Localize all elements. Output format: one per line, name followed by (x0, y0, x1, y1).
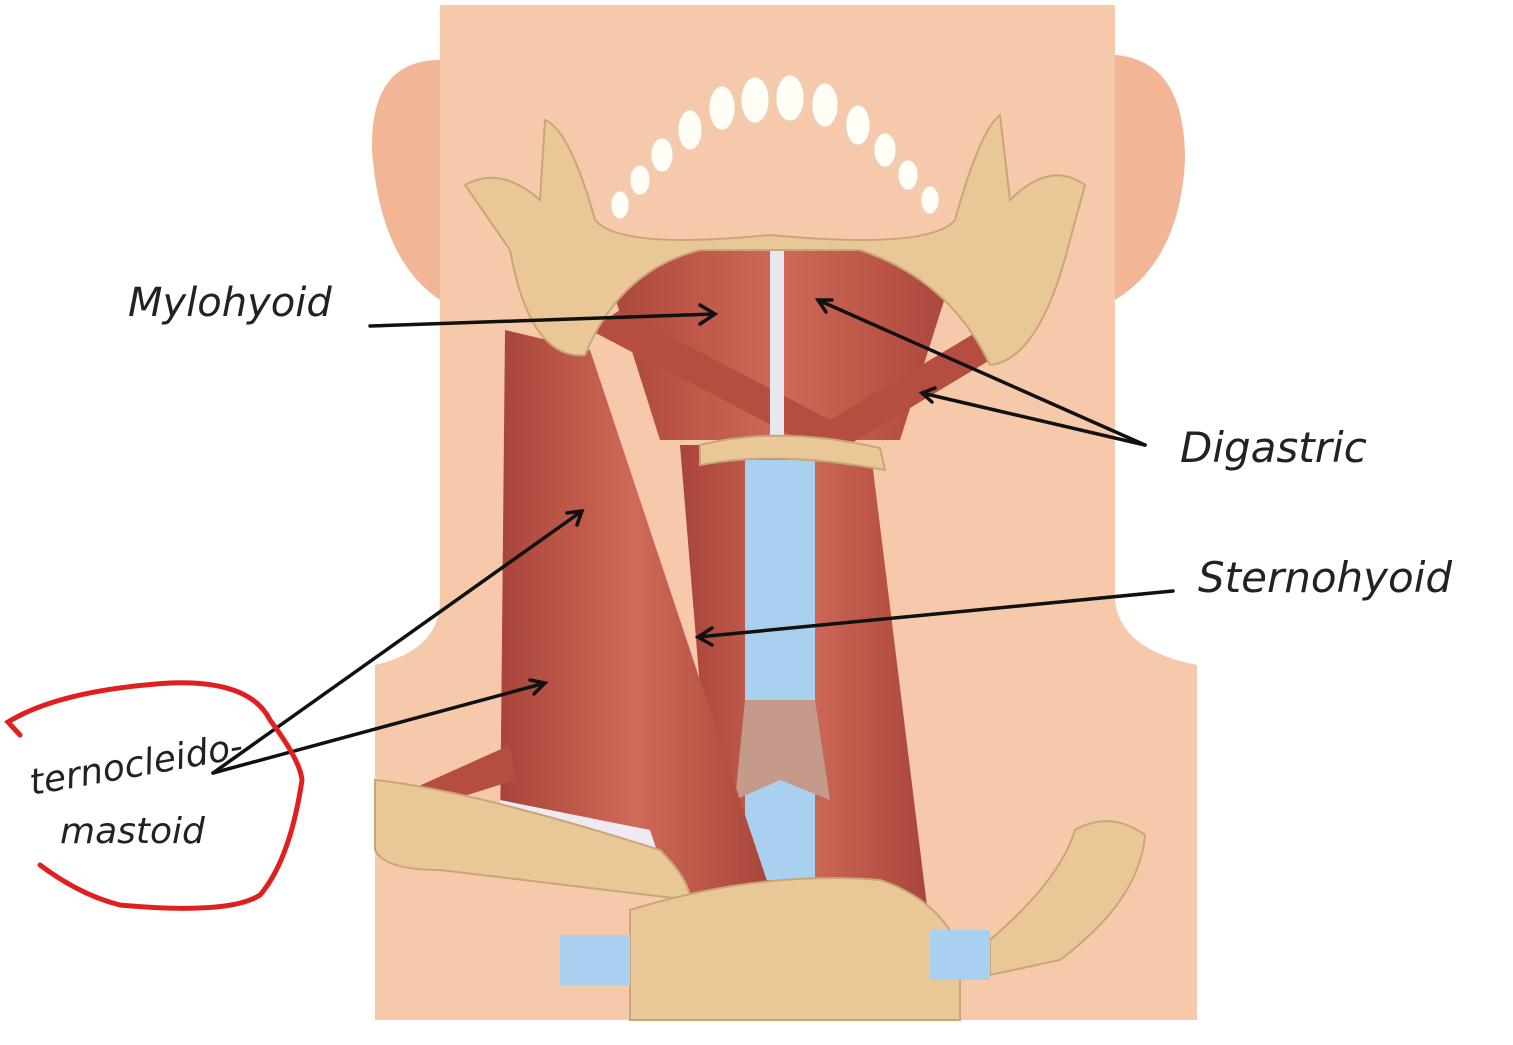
sternum-manubrium (629, 877, 961, 1021)
left-clavicle (374, 778, 692, 902)
label-sternocleidomastoid-2: mastoid (60, 811, 206, 852)
mylohyoid-arrow (368, 303, 719, 328)
label-digastric: Digastric (1180, 423, 1367, 472)
digastric-muscle (590, 310, 990, 450)
thyroid-gland (735, 700, 830, 800)
lower-teeth (610, 74, 940, 220)
thyroid-cartilage (745, 460, 815, 880)
digastric-arrow-1 (814, 298, 1147, 447)
sternocleidomastoid-left (500, 330, 770, 905)
scm-arrow-2 (211, 678, 549, 775)
midline-raphe (770, 240, 784, 440)
sternohyoid-arrow (694, 589, 1175, 647)
annotation-circle (4, 680, 305, 911)
bones (374, 113, 1147, 1021)
hyoid-bone (699, 434, 887, 472)
label-sternocleidomastoid-1: ternocleido- (26, 726, 246, 804)
left-ear (371, 60, 440, 300)
label-sternohyoid: Sternohyoid (1198, 553, 1452, 602)
right-ear (1115, 55, 1185, 300)
annotation-arrows (211, 298, 1175, 775)
digastric-arrow-2 (918, 386, 1147, 447)
label-mylohyoid: Mylohyoid (128, 280, 332, 326)
right-costal-cartilage (930, 930, 990, 980)
mandible (463, 113, 1087, 367)
right-clavicle (989, 820, 1147, 977)
muscles (410, 240, 990, 930)
left-costal-cartilage (560, 935, 630, 985)
